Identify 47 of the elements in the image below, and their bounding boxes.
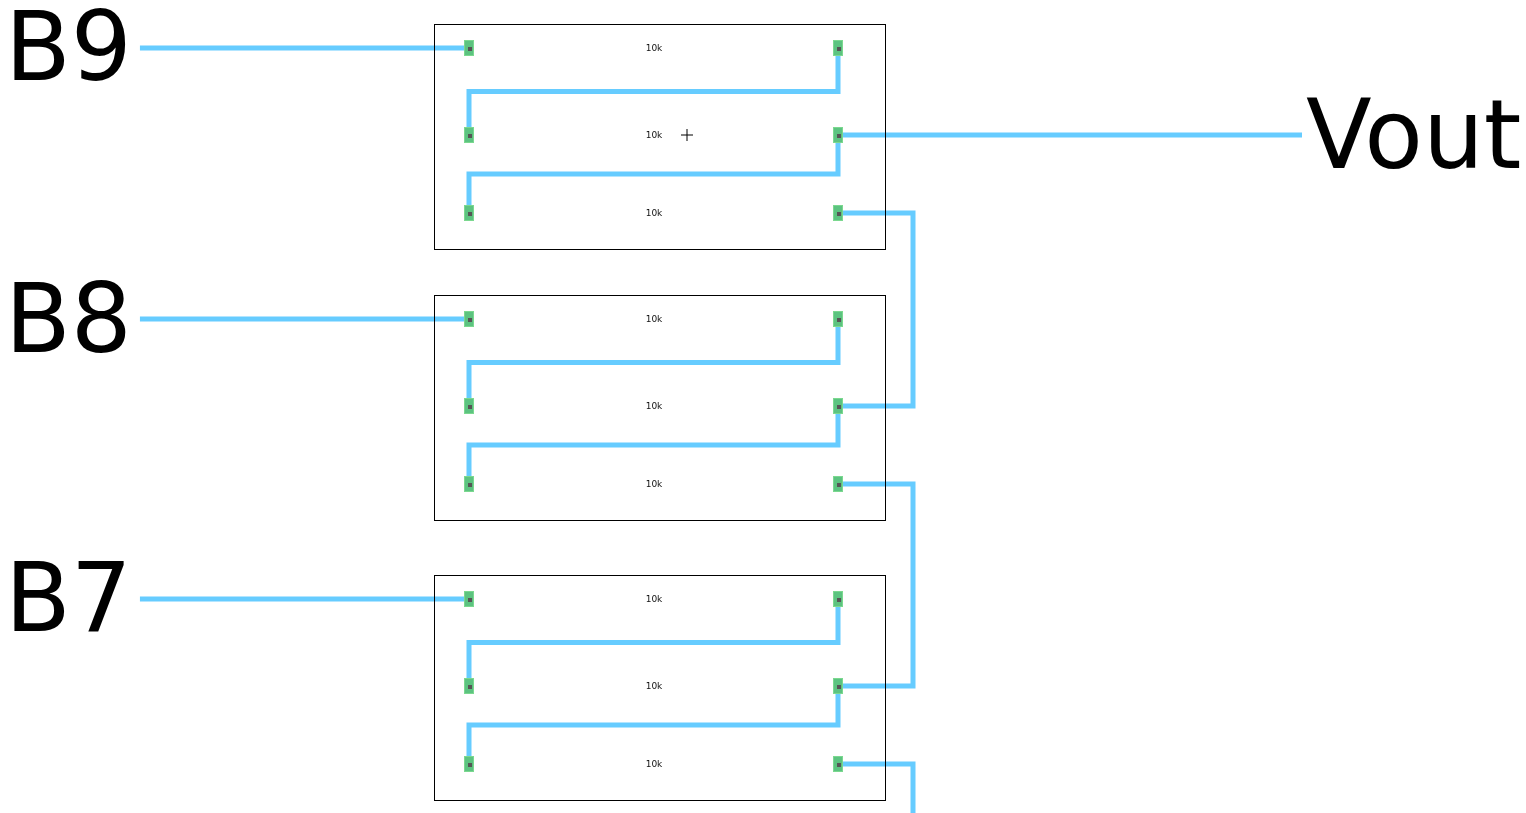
- resistance-value: 10k: [645, 314, 663, 324]
- wire: [139, 316, 464, 322]
- resistance-value: 10k: [645, 208, 663, 218]
- connector-pin: [464, 756, 474, 772]
- connector-pin: [833, 40, 843, 56]
- wire: [466, 607, 841, 678]
- module-box: [434, 575, 886, 801]
- wire: [466, 327, 841, 398]
- wire: [843, 132, 1302, 138]
- connector-pin: [464, 476, 474, 492]
- connector-pin: [833, 756, 843, 772]
- connector-pin: [833, 678, 843, 694]
- wire: [139, 45, 464, 51]
- wire: [466, 414, 841, 476]
- connector-pin: [833, 205, 843, 221]
- connector-pin: [833, 311, 843, 327]
- connector-pin: [833, 591, 843, 607]
- wire: [843, 761, 916, 813]
- wire: [466, 56, 841, 127]
- wire: [843, 210, 916, 409]
- resistance-value: 10k: [645, 479, 663, 489]
- connector-pin: [833, 398, 843, 414]
- resistance-value: 10k: [645, 681, 663, 691]
- signal-label: Vout: [1306, 87, 1522, 183]
- resistance-value: 10k: [645, 401, 663, 411]
- signal-label: B8: [5, 271, 132, 367]
- module-box: [434, 24, 886, 250]
- connector-pin: [464, 398, 474, 414]
- connector-pin: [464, 591, 474, 607]
- connector-pin: [464, 40, 474, 56]
- connector-pin: [464, 678, 474, 694]
- connector-pin: [833, 127, 843, 143]
- connector-pin: [464, 205, 474, 221]
- resistance-value: 10k: [645, 43, 663, 53]
- resistance-value: 10k: [645, 594, 663, 604]
- module-box: [434, 295, 886, 521]
- connector-pin: [833, 476, 843, 492]
- connector-pin: [464, 311, 474, 327]
- signal-label: B7: [5, 550, 132, 646]
- connector-pin: [464, 127, 474, 143]
- signal-label: B9: [5, 0, 132, 95]
- wire: [466, 694, 841, 756]
- resistance-value: 10k: [645, 759, 663, 769]
- wire: [466, 143, 841, 205]
- resistance-value: 10k: [645, 130, 663, 140]
- wire: [843, 481, 916, 689]
- wire: [139, 596, 464, 602]
